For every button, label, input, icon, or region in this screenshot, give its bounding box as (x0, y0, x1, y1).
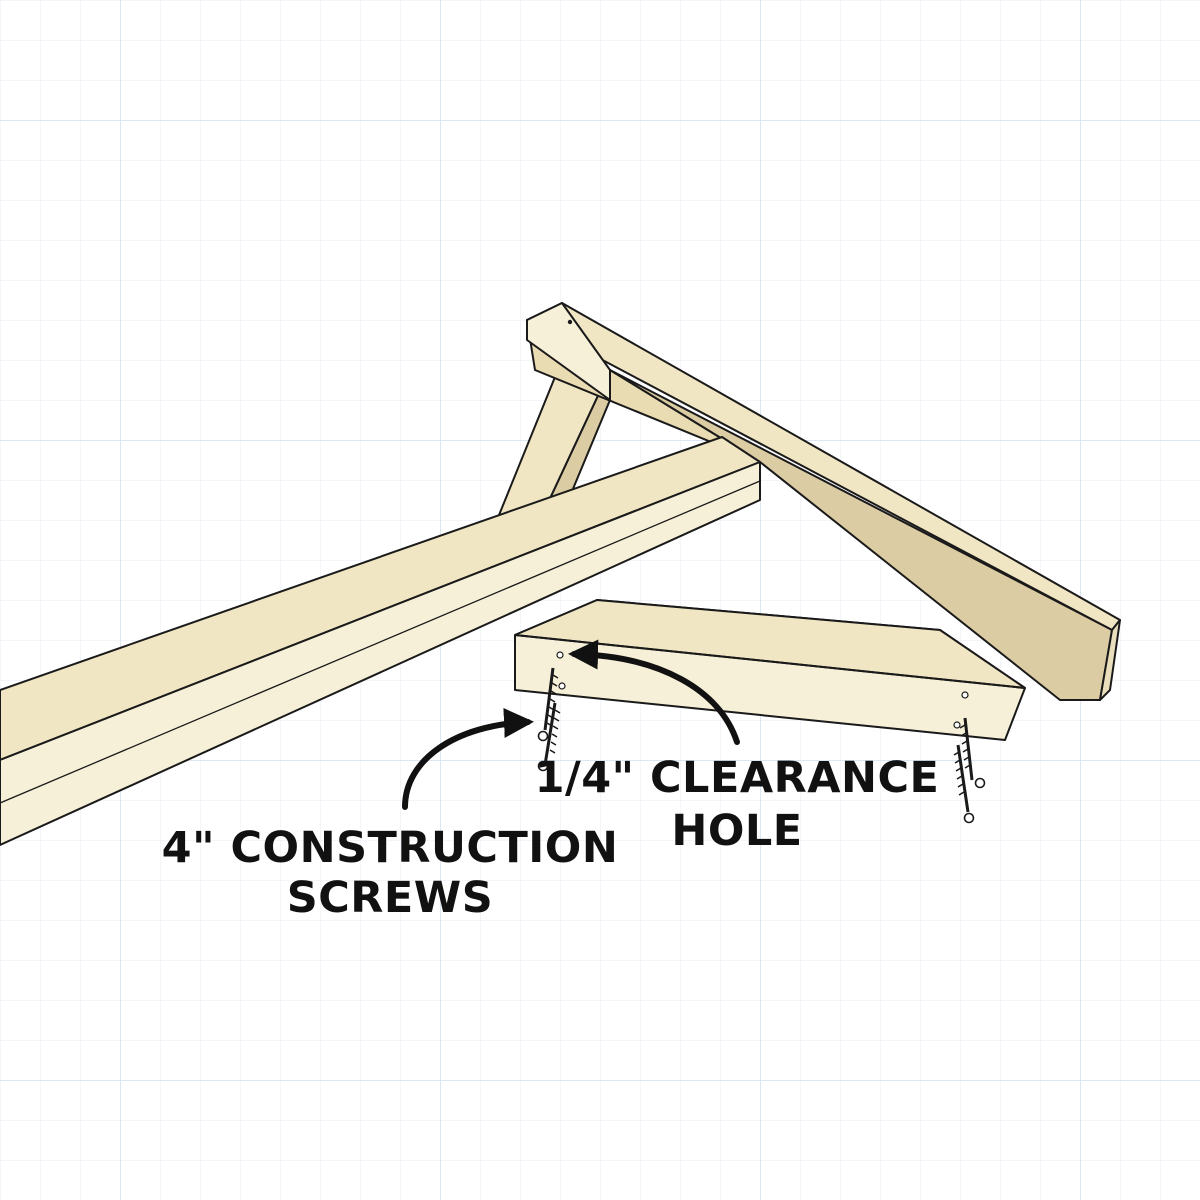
screw-right-icon (953, 717, 986, 824)
clearance-hole-label-line2: HOLE (671, 806, 802, 856)
curved-arrow-icon (568, 639, 740, 745)
construction-screws-label-line1: 4" CONSTRUCTION (162, 823, 619, 873)
screw-left-icon (537, 667, 561, 772)
clearance-hole-label-line1: 1/4" CLEARANCE (535, 753, 940, 803)
block-with-holes (514, 599, 1026, 741)
clearance-holes (556, 651, 969, 729)
curved-arrow-icon (402, 708, 534, 810)
construction-screws-label-line2: SCREWS (287, 873, 493, 923)
long-beam (0, 436, 761, 846)
